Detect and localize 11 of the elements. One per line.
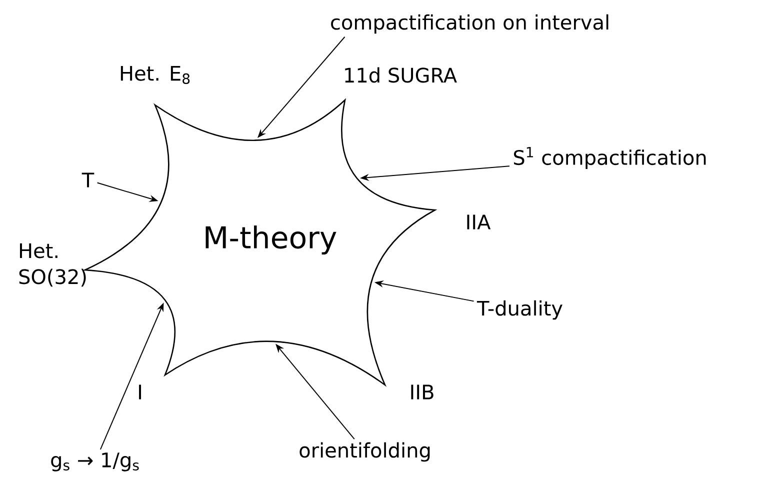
annotation-text: S$^{1}$ compactification [514,147,706,169]
annotation-text: T [82,172,94,188]
annotation-text: T-duality [476,300,562,320]
vertex-label: 11d SUGRA [345,67,457,83]
vertex-label: IIA [467,214,491,230]
vertex-label: IIB [411,384,434,400]
vertex-label: I [139,384,141,400]
annotation-text: orientifolding [300,442,430,462]
annotation-text: g$_{s}$ → 1/g$_{s}$ [51,452,139,472]
vertex-label: Het. SO(32) [19,243,86,287]
annotation-text: compactification on interval [331,14,608,34]
